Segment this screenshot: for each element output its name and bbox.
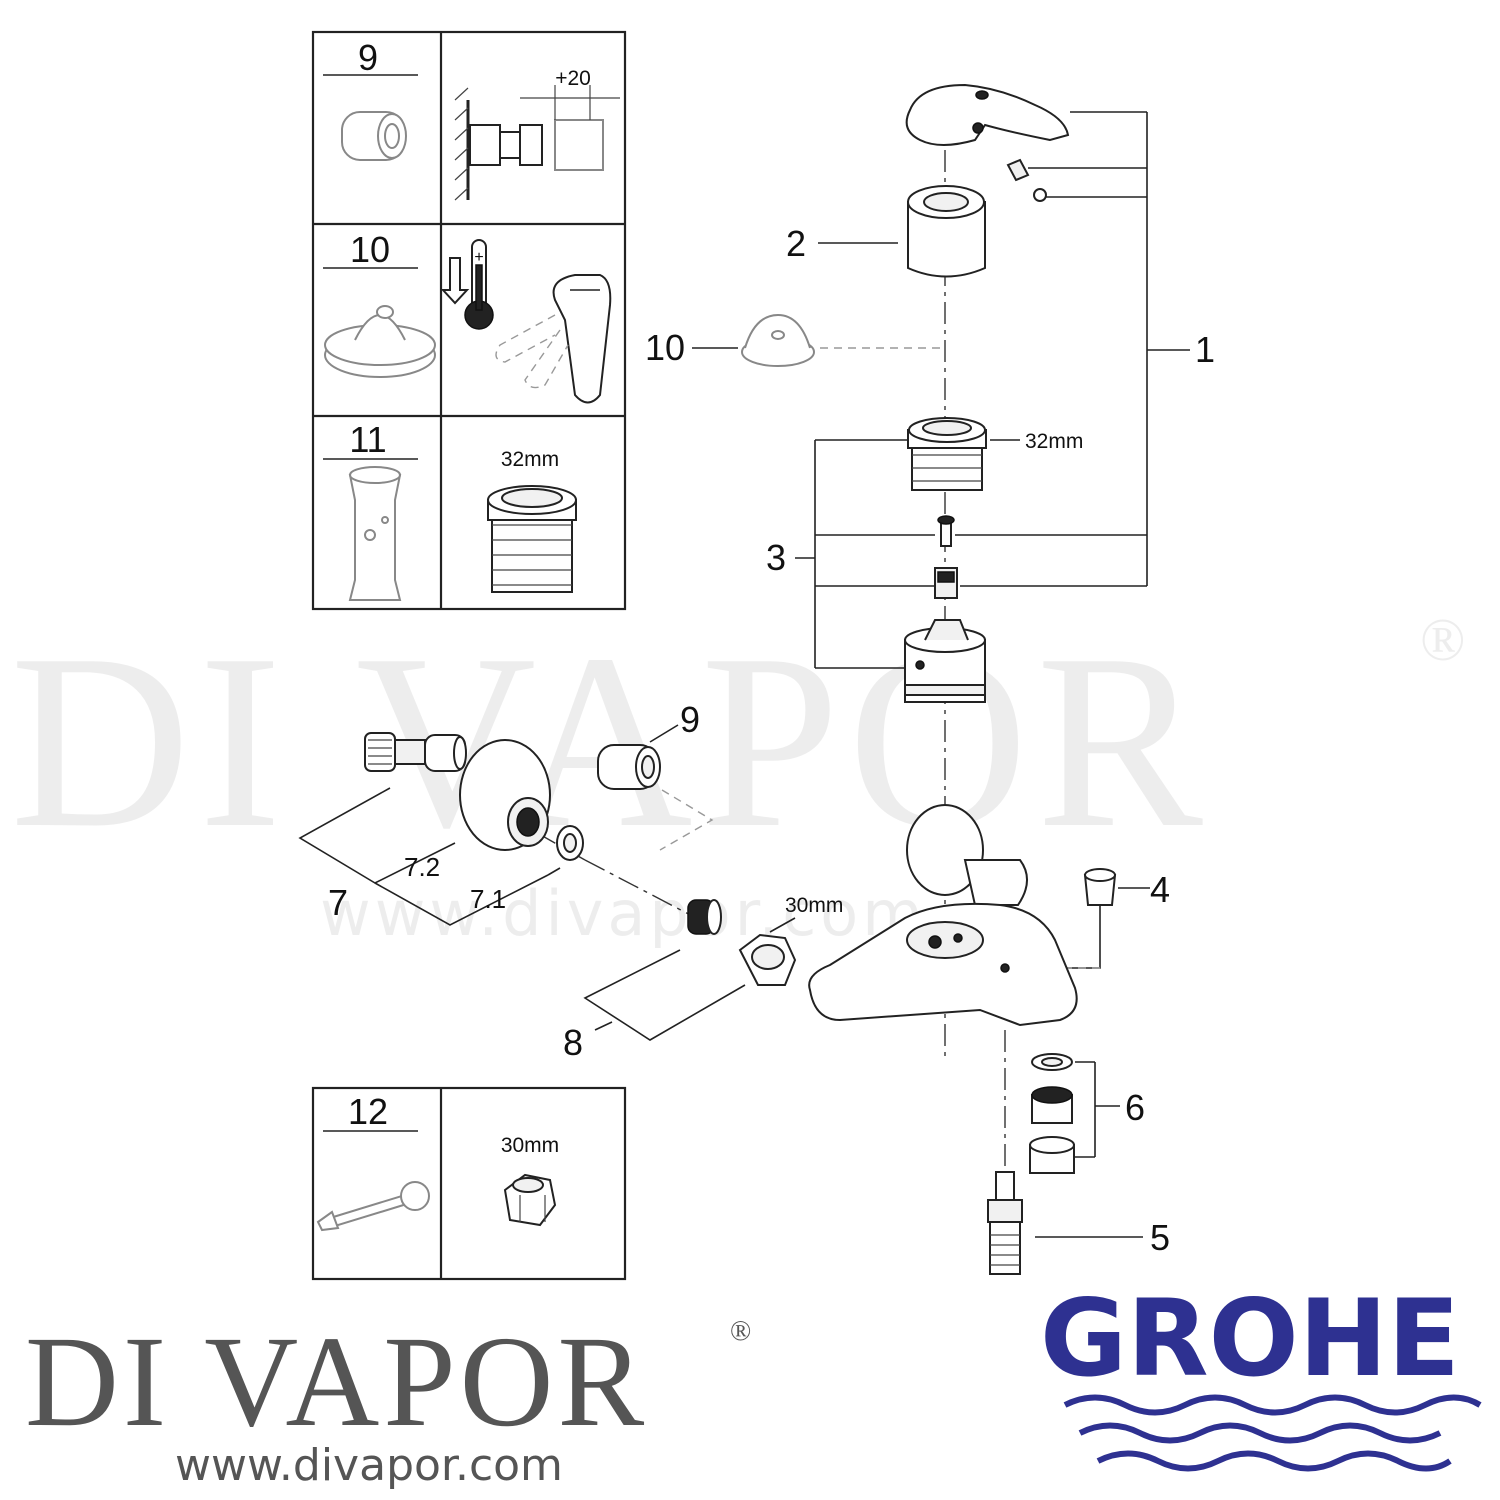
label-7: 7 bbox=[328, 882, 348, 923]
watermark: DI VAPOR ® www.divapor.com bbox=[10, 603, 1474, 950]
tool-row-10: 10 + bbox=[323, 229, 612, 404]
cartridge-fixing-nut-icon bbox=[487, 485, 577, 593]
part-9-extension bbox=[597, 744, 661, 790]
grohe-logo: GROHE bbox=[1040, 1277, 1482, 1472]
grohe-wordmark: GROHE bbox=[1040, 1277, 1460, 1400]
part-6-aerator-set bbox=[1029, 1053, 1075, 1174]
di-vapor-url: www.divapor.com bbox=[175, 1440, 563, 1491]
tool-number-12: 12 bbox=[348, 1091, 388, 1132]
nut-tool-dimension: 30mm bbox=[501, 1134, 559, 1157]
label-5: 5 bbox=[1150, 1217, 1170, 1258]
label-2: 2 bbox=[786, 223, 806, 264]
label-3: 3 bbox=[766, 537, 786, 578]
watermark-registered-mark: ® bbox=[1420, 607, 1474, 673]
label-4: 4 bbox=[1150, 869, 1170, 910]
temperature-stop-icon bbox=[324, 305, 436, 378]
svg-text:+: + bbox=[474, 249, 483, 266]
watermark-text: DI VAPOR bbox=[10, 603, 1211, 880]
part-4-plug bbox=[1083, 868, 1117, 906]
thermometer-icon: + bbox=[440, 239, 494, 330]
tool-number-11: 11 bbox=[349, 419, 386, 460]
tool-number-10: 10 bbox=[350, 229, 390, 270]
part-5-diverter-cartridge bbox=[987, 1171, 1023, 1275]
label-7-1: 7.1 bbox=[470, 884, 506, 914]
part-8-nut bbox=[738, 933, 797, 986]
tool-number-9: 9 bbox=[358, 37, 378, 78]
lever-limit-icon bbox=[495, 274, 612, 404]
tool-row-9: 9 +20 bbox=[323, 37, 620, 201]
extension-install-icon: +20 bbox=[454, 67, 620, 201]
di-vapor-registered-mark: ® bbox=[730, 1316, 755, 1347]
part-7-1-washer bbox=[556, 825, 584, 861]
hex-nut-icon bbox=[503, 1173, 557, 1227]
label-8: 8 bbox=[563, 1022, 583, 1063]
spanner-icon bbox=[316, 1181, 430, 1232]
label-7-2: 7.2 bbox=[404, 852, 440, 882]
tool-row-11: 11 32mm bbox=[323, 419, 577, 601]
part-3-ceramic-cartridge bbox=[904, 619, 986, 703]
di-vapor-logo: DI VAPOR ® www.divapor.com bbox=[25, 1310, 755, 1491]
di-vapor-wordmark: DI VAPOR bbox=[25, 1310, 648, 1454]
cartridge-tool-dimension: 32mm bbox=[501, 448, 559, 471]
extension-piece-icon bbox=[341, 111, 407, 161]
part-7-connector bbox=[364, 732, 467, 772]
part-7-2-escutcheon bbox=[459, 739, 551, 851]
part-8-nipple bbox=[687, 899, 722, 935]
dimension-nut: 30mm bbox=[785, 894, 843, 917]
label-1: 1 bbox=[1195, 329, 1215, 370]
part-3-cartridge-fixing-nut bbox=[907, 417, 987, 491]
dimension-cartridge-nut: 32mm bbox=[1025, 430, 1083, 453]
label-10: 10 bbox=[645, 327, 685, 368]
socket-wrench-icon bbox=[348, 466, 402, 601]
extension-dimension: +20 bbox=[555, 67, 591, 90]
part-2-cover-cap bbox=[907, 185, 986, 278]
part-1-lever-handle bbox=[905, 83, 1070, 202]
watermark-url: www.divapor.com bbox=[320, 877, 927, 950]
part-3-screw bbox=[937, 515, 955, 547]
part-mixer-body bbox=[808, 804, 1078, 1027]
tool-table: 9 +20 10 bbox=[311, 30, 627, 611]
part-number-labels: 1 2 3 4 5 6 7 7.1 7.2 8 9 10 32mm 30mm bbox=[328, 223, 1215, 1258]
part-10-temperature-stop bbox=[741, 313, 815, 367]
part-3-adapter bbox=[934, 567, 958, 599]
grohe-wave-icon bbox=[1063, 1394, 1482, 1472]
tool-table-bottom: 12 30mm bbox=[311, 1086, 627, 1281]
label-6: 6 bbox=[1125, 1087, 1145, 1128]
label-9: 9 bbox=[680, 699, 700, 740]
